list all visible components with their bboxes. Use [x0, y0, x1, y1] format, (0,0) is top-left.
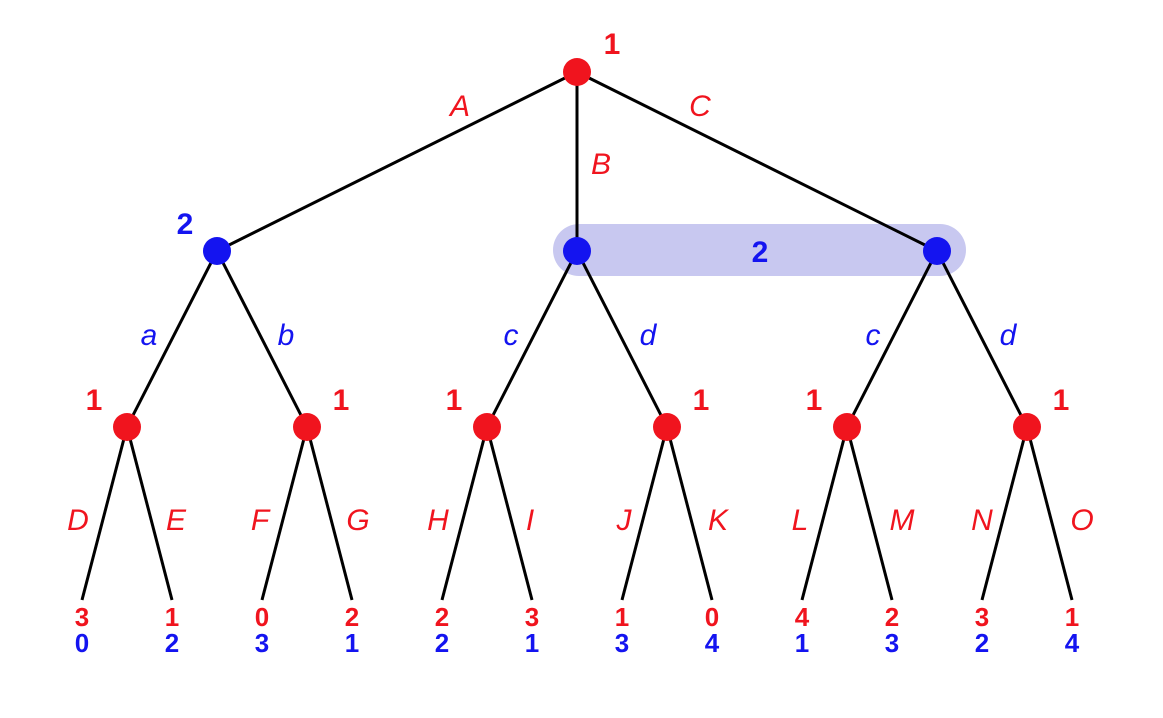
player1-node-1	[293, 413, 321, 441]
player1-label-0: 1	[86, 384, 103, 417]
player1-label-1: 1	[333, 384, 350, 417]
player2-label: 2	[177, 208, 194, 241]
payoff-p1-1: 1	[165, 602, 179, 632]
payoff-p2-11: 4	[1065, 628, 1080, 658]
payoff-p1-8: 4	[795, 602, 810, 632]
move-label-L: L	[792, 504, 809, 537]
payoff-p1-2: 0	[255, 602, 269, 632]
player1-node-0	[113, 413, 141, 441]
move-label-H: H	[427, 504, 449, 537]
move-label-a-0: a	[141, 319, 158, 352]
move-label-N: N	[971, 504, 993, 537]
payoff-p2-5: 1	[525, 628, 539, 658]
payoff-p1-9: 2	[885, 602, 899, 632]
root-player-label: 1	[604, 28, 621, 61]
edge-root-0	[216, 70, 578, 253]
edge-root-2	[576, 70, 938, 253]
edge-l3-0-1	[125, 426, 174, 601]
edge-l3-4-0	[800, 426, 849, 601]
information-set-highlight	[553, 224, 966, 276]
edge-l3-5-1	[1025, 426, 1074, 601]
payoff-p1-10: 3	[975, 602, 989, 632]
payoff-p1-7: 0	[705, 602, 719, 632]
move-label-O: O	[1070, 504, 1093, 537]
edge-l2-0-0	[125, 250, 219, 428]
payoff-p2-9: 3	[885, 628, 899, 658]
move-label-b-0: b	[278, 319, 295, 352]
player1-node-3	[653, 413, 681, 441]
edge-l3-2-1	[485, 426, 534, 601]
move-label-F: F	[251, 504, 271, 537]
player1-label-3: 1	[693, 384, 710, 417]
payoff-p2-7: 4	[705, 628, 720, 658]
move-label-d-2: d	[1000, 319, 1018, 352]
move-label-c-1: c	[504, 319, 519, 352]
move-label-E: E	[166, 504, 187, 537]
edge-l3-1-0	[260, 426, 309, 601]
payoff-p2-6: 3	[615, 628, 629, 658]
move-label-M: M	[890, 504, 915, 537]
move-label-B: B	[591, 148, 611, 181]
root-node	[563, 58, 591, 86]
move-label-c-2: c	[866, 319, 881, 352]
player1-label-5: 1	[1053, 384, 1070, 417]
payoff-p2-1: 2	[165, 628, 179, 658]
payoff-p1-5: 3	[525, 602, 539, 632]
move-label-G: G	[346, 504, 369, 537]
edge-l3-4-1	[845, 426, 894, 601]
tree-nodes	[113, 58, 1041, 441]
edge-l2-2-0	[845, 250, 939, 428]
payoff-p2-10: 2	[975, 628, 989, 658]
edge-l3-0-0	[80, 426, 129, 601]
move-label-I: I	[526, 504, 534, 537]
move-label-d-1: d	[640, 319, 658, 352]
move-label-C: C	[689, 90, 711, 123]
payoff-p1-4: 2	[435, 602, 449, 632]
edge-l3-1-1	[305, 426, 354, 601]
edge-l3-5-0	[980, 426, 1029, 601]
move-label-J: J	[616, 504, 633, 537]
payoff-p2-3: 1	[345, 628, 359, 658]
edge-l3-3-1	[665, 426, 714, 601]
payoff-p2-8: 1	[795, 628, 809, 658]
player2-node-1	[563, 237, 591, 265]
payoff-p1-3: 2	[345, 602, 359, 632]
move-label-D: D	[67, 504, 89, 537]
player1-node-2	[473, 413, 501, 441]
edge-l2-1-1	[575, 250, 669, 428]
edge-l2-1-0	[485, 250, 579, 428]
player1-node-5	[1013, 413, 1041, 441]
payoff-p1-0: 3	[75, 602, 89, 632]
payoff-p1-11: 1	[1065, 602, 1079, 632]
information-set-label: 2	[752, 236, 769, 269]
tree-edges	[80, 70, 1074, 601]
payoff-p2-2: 3	[255, 628, 269, 658]
player2-node-2	[923, 237, 951, 265]
player1-label-4: 1	[806, 384, 823, 417]
edge-l2-2-1	[935, 250, 1029, 428]
payoff-p1-6: 1	[615, 602, 629, 632]
edge-l3-3-0	[620, 426, 669, 601]
edge-l2-0-1	[215, 250, 309, 428]
payoff-p2-0: 0	[75, 628, 89, 658]
player1-label-2: 1	[446, 384, 463, 417]
edge-l3-2-0	[440, 426, 489, 601]
payoff-p2-4: 2	[435, 628, 449, 658]
move-label-K: K	[708, 504, 730, 537]
move-label-A: A	[448, 90, 470, 123]
player2-node-0	[203, 237, 231, 265]
player1-node-4	[833, 413, 861, 441]
